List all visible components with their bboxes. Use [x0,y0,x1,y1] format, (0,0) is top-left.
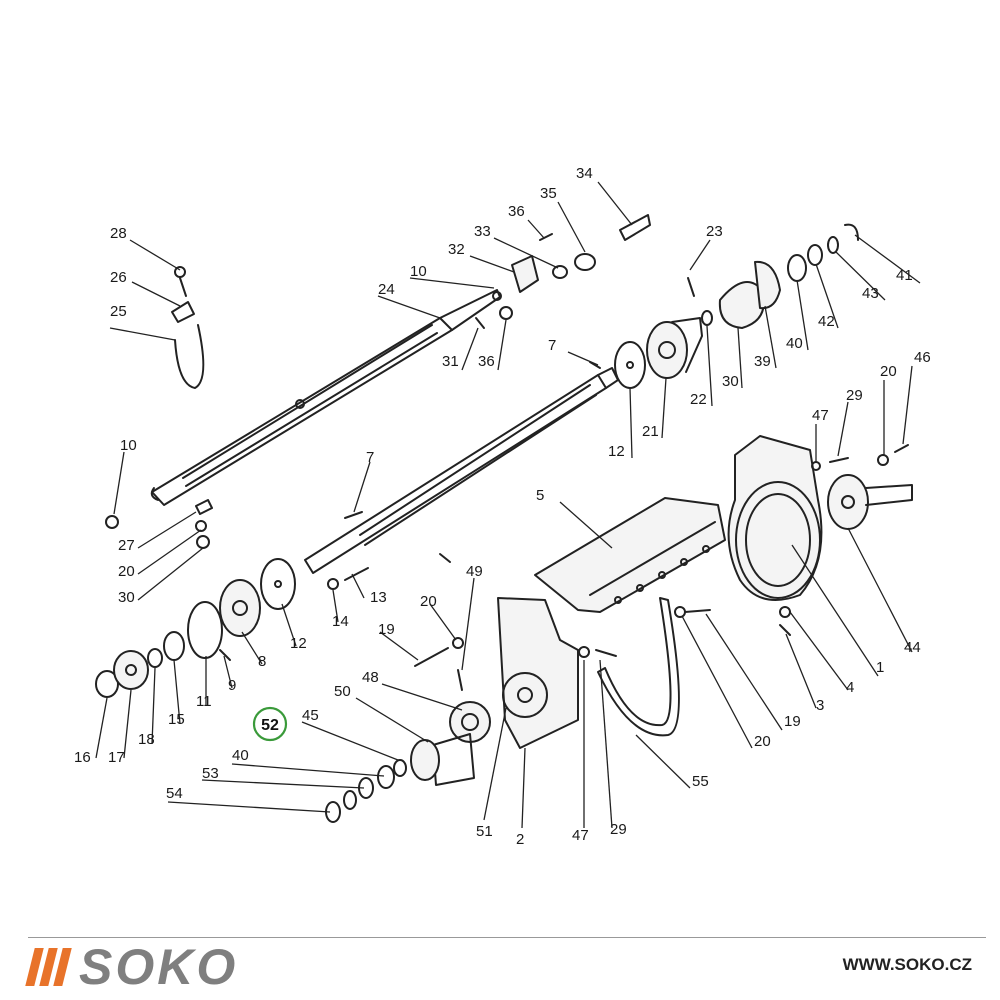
bearing-21 [646,317,703,379]
pin-34-assembly [511,214,651,293]
callout-12-upper: 12 [608,443,625,460]
callout-49: 49 [466,563,483,580]
callout-43: 43 [862,285,879,302]
callout-40-lower: 40 [232,747,249,764]
footer-divider [28,937,986,938]
highlight-callout-52[interactable]: 52 [252,706,288,742]
callout-53: 53 [202,765,219,782]
disk-30 [718,260,781,329]
callout-21: 21 [642,423,659,440]
callout-46: 46 [914,349,931,366]
sprocket-48 [410,701,491,786]
callout-7-lower: 7 [366,449,374,466]
logo-bars-icon [25,948,72,986]
callout-5: 5 [536,487,544,504]
callout-11: 11 [196,693,212,710]
callout-45: 45 [302,707,319,724]
callout-31: 31 [442,353,459,370]
callout-1: 1 [876,659,884,676]
small-hardware [105,223,909,691]
callout-10-left: 10 [120,437,137,454]
callout-39: 39 [754,353,771,370]
callout-55: 55 [692,773,709,790]
callout-10-upper: 10 [410,263,427,280]
callout-33: 33 [474,223,491,240]
callout-12-lower: 12 [290,635,307,652]
callout-7-upper: 7 [548,337,556,354]
washer-stack-52 [325,759,407,823]
callout-9: 9 [228,677,236,694]
callout-19-mid: 19 [378,621,395,638]
callout-20-mid: 20 [420,593,437,610]
callout-51: 51 [476,823,493,840]
lower-shaft [304,367,619,574]
website-link[interactable]: WWW.SOKO.CZ [842,955,972,974]
soko-logo[interactable]: SOKO [25,939,239,995]
callout-30-left: 30 [118,589,135,606]
callouts: 34 35 36 33 32 10 24 28 26 25 23 41 43 4… [74,165,931,848]
callout-17: 17 [108,749,125,766]
callout-47-lower: 47 [572,827,589,844]
callout-8: 8 [258,653,266,670]
callout-16: 16 [74,749,91,766]
callout-20-right: 20 [880,363,897,380]
callout-35: 35 [540,185,557,202]
callout-29-right: 29 [846,387,863,404]
callout-20-left: 20 [118,563,135,580]
callout-32: 32 [448,241,465,258]
callout-54: 54 [166,785,183,802]
callout-47-right: 47 [812,407,829,424]
callout-19-right: 19 [784,713,801,730]
callout-2: 2 [516,831,524,848]
callout-36-lower: 36 [478,353,495,370]
rings-40-42 [787,236,839,282]
callout-29-lower: 29 [610,821,627,838]
callout-26: 26 [110,269,127,286]
callout-20-lower: 20 [754,733,771,750]
belt [597,597,680,737]
callout-22: 22 [690,391,707,408]
callout-3: 3 [816,697,824,714]
callout-36: 36 [508,203,525,220]
upper-shaft [150,289,501,506]
callout-42: 42 [818,313,835,330]
callout-18: 18 [138,731,155,748]
callout-40-upper: 40 [786,335,803,352]
highlight-label: 52 [261,717,279,734]
callout-27: 27 [118,537,135,554]
callout-15: 15 [168,711,185,728]
flange-44 [827,474,913,530]
callout-48: 48 [362,669,379,686]
cover-hood [534,497,726,613]
fan-housing [727,435,823,601]
callout-44: 44 [904,639,921,656]
plate-12-upper [614,341,646,389]
logo-text: SOKO [79,939,239,995]
side-plate [497,597,579,749]
callout-25: 25 [110,303,127,320]
callout-23: 23 [706,223,723,240]
callout-28: 28 [110,225,127,242]
highlight-circle [252,706,288,742]
callout-24: 24 [378,281,395,298]
callout-30-upper: 30 [722,373,739,390]
callout-14: 14 [332,613,349,630]
callout-34: 34 [576,165,593,182]
callout-50: 50 [334,683,351,700]
left-stack [95,558,296,698]
callout-13: 13 [370,589,387,606]
callout-41: 41 [896,267,913,284]
callout-4: 4 [846,679,854,696]
